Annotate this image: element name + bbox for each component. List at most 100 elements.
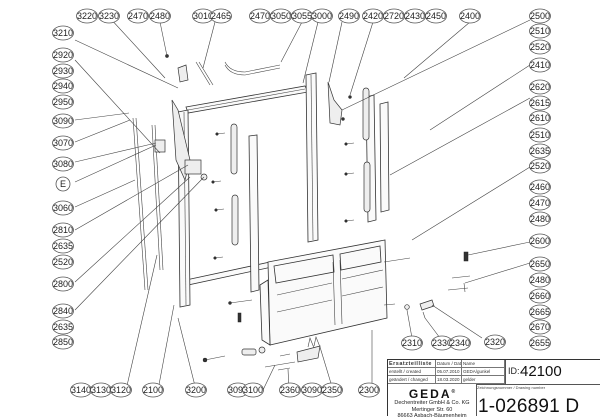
bubble-outline — [358, 382, 380, 398]
bubble-outline — [52, 200, 74, 216]
bubble-outline — [52, 319, 74, 335]
part-bubble: 3210 — [52, 25, 74, 41]
part-bubble: 3220 — [76, 8, 98, 24]
part-number: 2330 — [432, 338, 452, 348]
panel-bolts — [211, 132, 355, 260]
bubble-outline — [242, 382, 264, 398]
part-number: 3090 — [228, 385, 248, 395]
part-bubble: 2940 — [52, 78, 74, 94]
part-number: 3060 — [53, 203, 73, 213]
bubble-outline — [529, 195, 551, 211]
part-number: 2480 — [530, 275, 550, 285]
bubble-outline — [529, 158, 551, 174]
bubble-outline — [529, 79, 551, 95]
part-number: 2930 — [53, 66, 73, 76]
bubble-outline — [127, 8, 149, 24]
created-date: 05.07.2010 — [436, 368, 462, 376]
part-number: 2615 — [530, 98, 550, 108]
drawing-number-caption: Zeichnungsnummer / Drawing number — [477, 385, 546, 390]
part-number: 2510 — [530, 130, 550, 140]
part-bubble: 2600 — [529, 233, 551, 249]
part-number: 2320 — [485, 337, 505, 347]
part-bubble: 2465 — [210, 8, 232, 24]
lower-parts — [202, 251, 471, 371]
part-number: 2620 — [530, 82, 550, 92]
part-bubble: 3060 — [52, 200, 74, 216]
bubble-outline — [529, 272, 551, 288]
part-bubble: 2340 — [449, 335, 471, 351]
part-bubble: 2360 — [279, 382, 301, 398]
id-area: ID: 42100 — [508, 360, 600, 384]
part-number: 2940 — [53, 81, 73, 91]
bubble-outline — [338, 8, 360, 24]
handles — [230, 87, 371, 246]
part-bubble: 2100 — [142, 382, 164, 398]
part-number: 2470 — [530, 198, 550, 208]
part-bubble: E — [55, 176, 71, 192]
company-name: Dechentreiter GmbH & Co. KG — [394, 400, 470, 406]
part-bubble: 2430 — [404, 8, 426, 24]
part-bubble: 3055 — [291, 8, 313, 24]
part-number: 2920 — [53, 50, 73, 60]
part-bubble: 3140 — [70, 382, 92, 398]
part-bubble: 2310 — [401, 335, 423, 351]
part-number: 2520 — [530, 161, 550, 171]
part-bubble: 2655 — [529, 335, 551, 351]
part-number: 2655 — [530, 338, 550, 348]
part-bubble: 3000 — [311, 8, 333, 24]
bubble-outline — [98, 8, 120, 24]
bubble-outline — [529, 57, 551, 73]
part-number: 3000 — [312, 11, 332, 21]
bubble-outline — [529, 127, 551, 143]
part-bubble: 3080 — [52, 156, 74, 172]
part-number: 3210 — [53, 28, 73, 38]
part-bubble: 3100 — [242, 382, 264, 398]
registered-mark: ® — [451, 389, 456, 395]
part-number: 2400 — [460, 11, 480, 21]
bubble-outline — [110, 382, 132, 398]
bubble-outline — [529, 304, 551, 320]
part-number: 3140 — [71, 385, 91, 395]
part-bubble: 2300 — [358, 382, 380, 398]
company-info: GEDA® Dechentreiter GmbH & Co. KG Mertin… — [388, 384, 477, 419]
part-number: 2310 — [402, 338, 422, 348]
bubble-outline — [52, 238, 74, 254]
part-number: 2650 — [530, 259, 550, 269]
part-number: 2450 — [426, 11, 446, 21]
part-number: 2610 — [530, 113, 550, 123]
part-number: 2350 — [322, 385, 342, 395]
divider — [476, 384, 600, 385]
part-number: 2420 — [363, 11, 383, 21]
bubble-outline — [529, 233, 551, 249]
part-number: 2480 — [150, 11, 170, 21]
part-number: 3080 — [53, 159, 73, 169]
part-number: 3220 — [77, 11, 97, 21]
part-number: E — [60, 179, 66, 189]
drawing-number: 1-026891 D — [478, 396, 580, 417]
part-number: 2470 — [128, 11, 148, 21]
part-number: 2100 — [143, 385, 163, 395]
bubble-outline — [311, 8, 333, 24]
part-bubble: 2800 — [52, 276, 74, 292]
geda-logo: GEDA® — [388, 386, 476, 400]
bubble-outline — [529, 179, 551, 195]
bubble-outline — [279, 382, 301, 398]
part-number: 3090 — [302, 385, 322, 395]
part-number: 2800 — [53, 279, 73, 289]
bubble-outline — [459, 8, 481, 24]
bubble-outline — [529, 39, 551, 55]
part-bubble: 2410 — [529, 57, 551, 73]
changed-name: gelder — [462, 376, 505, 384]
part-bubble: 2720 — [383, 8, 405, 24]
part-number: 3130 — [91, 385, 111, 395]
part-bubble: 2520 — [529, 158, 551, 174]
part-bubble: 3090 — [301, 382, 323, 398]
bubble-outline — [52, 78, 74, 94]
bubble-outline — [425, 8, 447, 24]
bubble-outline — [52, 156, 74, 172]
bubble-outline — [401, 335, 423, 351]
parts-list-heading: Ersatzteilliste — [388, 360, 436, 368]
part-number: 2500 — [530, 11, 550, 21]
part-bubble: 2470 — [249, 8, 271, 24]
